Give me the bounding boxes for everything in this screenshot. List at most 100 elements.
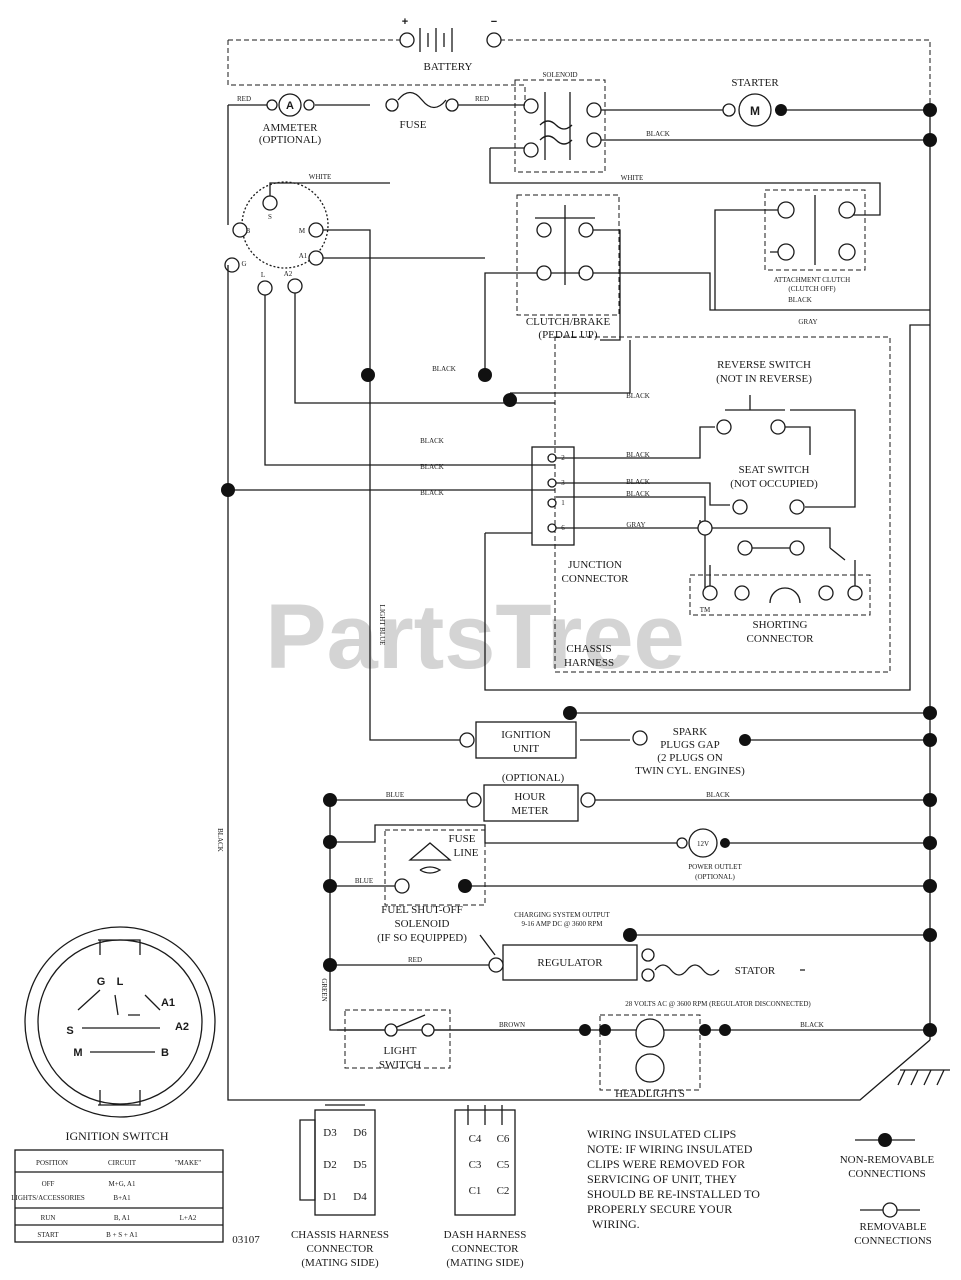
- power-outlet: 12V POWER OUTLET (OPTIONAL) FUSE LINE: [323, 824, 937, 881]
- ignition-switch-title: IGNITION SWITCH: [66, 1129, 169, 1143]
- ammeter: A RED AMMETER (OPTIONAL): [227, 93, 370, 225]
- chassis-connector-label-3: (MATING SIDE): [301, 1257, 379, 1269]
- note-line-6: PROPERLY SECURE YOUR: [587, 1202, 732, 1216]
- stator-voltage-label: 28 VOLTS AC @ 3600 RPM (REGULATOR DISCON…: [625, 1000, 811, 1008]
- ign-terminal-b: B: [246, 227, 251, 235]
- ign-terminal-a2: A2: [284, 270, 293, 278]
- dash-pin-c3: C3: [469, 1159, 482, 1171]
- fuse-line-label-1: FUSE: [449, 833, 476, 845]
- note-line-4: SERVICING OF UNIT, THEY: [587, 1172, 737, 1186]
- bus-nodes: [923, 103, 937, 942]
- note-line-7: WIRING.: [592, 1217, 640, 1231]
- junction-connector-label-1: JUNCTION: [568, 559, 622, 571]
- fuel-shutoff-label-1: FUEL SHUT-OFF: [381, 904, 462, 916]
- table-row-lights-circuit: B+A1: [113, 1194, 131, 1202]
- power-outlet-label-2: (OPTIONAL): [695, 873, 735, 881]
- junction-connector: 2 3 1 6 BLACK BLACK BLACK BLACK BLACK BL…: [221, 426, 730, 595]
- chassis-harness-label-2: HARNESS: [564, 657, 614, 669]
- battery-label: BATTERY: [424, 61, 473, 73]
- ignition-unit: IGNITION UNIT SPARK PLUGS GAP (2 PLUGS O…: [459, 706, 930, 777]
- reverse-switch: REVERSE SWITCH (NOT IN REVERSE): [716, 359, 812, 455]
- legend-removable-1: REMOVABLE: [859, 1221, 926, 1233]
- stator-label: STATOR: [735, 965, 776, 977]
- dash-connector-label-3: (MATING SIDE): [446, 1257, 524, 1269]
- legend-non-removable-2: CONNECTIONS: [848, 1168, 926, 1180]
- ignition-switch-terminals: WHITE B S M A1 G L A2: [224, 173, 931, 1101]
- ign-terminal-m: M: [299, 227, 306, 235]
- wire-black-attach: BLACK: [788, 296, 812, 304]
- chassis-connector-label-2: CONNECTOR: [306, 1243, 374, 1255]
- table-row-lights-position: LIGHTS/ACCESSORIES: [11, 1194, 85, 1202]
- starter-motor-symbol: M: [750, 104, 760, 118]
- table-row-start-circuit: B + S + A1: [106, 1231, 138, 1239]
- fuel-shutoff-label-2: SOLENOID: [395, 918, 450, 930]
- wire-white-top: WHITE: [621, 174, 644, 182]
- battery-cells: [419, 28, 453, 52]
- table-header-circuit: CIRCUIT: [108, 1159, 137, 1167]
- dash-pin-c6: C6: [497, 1133, 510, 1145]
- starter-motor: M STARTER BLACK WHITE: [489, 77, 930, 216]
- chassis-pin-d2: D2: [323, 1159, 336, 1171]
- wire-red-fuse: RED: [475, 95, 489, 103]
- power-outlet-symbol: 12V: [697, 840, 709, 848]
- switch-face-a2: A2: [175, 1021, 189, 1033]
- dash-pin-c4: C4: [469, 1133, 482, 1145]
- hour-meter-label-1: HOUR: [514, 791, 546, 803]
- wire-black-clutch: BLACK: [432, 365, 456, 373]
- wire-green-vertical: GREEN: [320, 978, 328, 1001]
- wire-light-blue-vertical: LIGHT BLUE: [378, 605, 386, 646]
- wire-blue-fuel: BLUE: [355, 877, 373, 885]
- seat-switch-label-2: (NOT OCCUPIED): [730, 478, 818, 490]
- attachment-clutch-label-2: (CLUTCH OFF): [788, 285, 836, 293]
- chassis-pin-d3: D3: [323, 1127, 337, 1139]
- ignition-unit-label-2: UNIT: [513, 743, 540, 755]
- table-row-run-position: RUN: [41, 1214, 56, 1222]
- chassis-pin-d1: D1: [323, 1191, 336, 1203]
- ammeter-symbol: A: [286, 100, 294, 112]
- reverse-switch-label-1: REVERSE SWITCH: [717, 359, 811, 371]
- solenoid-label: SOLENOID: [543, 71, 578, 79]
- dash-connector-label-1: DASH HARNESS: [444, 1229, 527, 1241]
- chassis-pin-d6: D6: [353, 1127, 367, 1139]
- spark-plugs-label-4: TWIN CYL. ENGINES): [635, 765, 745, 777]
- light-switch-label-2: SWITCH: [379, 1059, 421, 1071]
- light-switch-label-1: LIGHT: [384, 1045, 417, 1057]
- ign-terminal-s: S: [268, 213, 272, 221]
- chassis-harness-label-1: CHASSIS: [566, 643, 611, 655]
- regulator-label: REGULATOR: [537, 957, 603, 969]
- ammeter-label-1: AMMETER: [263, 122, 319, 134]
- ign-terminal-g: G: [241, 260, 246, 268]
- switch-face-l: L: [117, 976, 124, 988]
- battery-section: + − BATTERY: [227, 16, 931, 110]
- wire-red-ammeter: RED: [237, 95, 251, 103]
- shorting-connector: SHORTING CONNECTOR: [689, 560, 871, 645]
- fuse: FUSE RED: [385, 91, 525, 131]
- fuse-line-label-2: LINE: [453, 847, 478, 859]
- solenoid: SOLENOID: [514, 71, 606, 173]
- switch-face-g: G: [97, 976, 106, 988]
- chassis-pin-d4: D4: [353, 1191, 367, 1203]
- wire-white-ign: WHITE: [309, 173, 332, 181]
- spark-plugs-label-3: (2 PLUGS ON: [657, 752, 722, 764]
- fuse-label: FUSE: [400, 119, 427, 131]
- dash-pin-c2: C2: [497, 1185, 510, 1197]
- switch-face-a1: A1: [161, 997, 175, 1009]
- regulator: REGULATOR CHARGING SYSTEM OUTPUT 9-16 AM…: [320, 911, 930, 1008]
- headlights-label: HEADLIGHTS: [615, 1088, 685, 1100]
- wire-black-headlights: BLACK: [800, 1021, 824, 1029]
- junction-connector-label-2: CONNECTOR: [561, 573, 629, 585]
- reverse-switch-label-2: (NOT IN REVERSE): [716, 373, 812, 385]
- wire-brown-light: BROWN: [499, 1021, 525, 1029]
- wire-black-j1: BLACK: [420, 437, 444, 445]
- ammeter-label-2: (OPTIONAL): [259, 134, 322, 146]
- fuel-shutoff-label-3: (IF SO EQUIPPED): [377, 932, 467, 944]
- battery-positive-sign: +: [402, 16, 408, 28]
- junction-pin-1: 1: [561, 499, 565, 507]
- chassis-connector-label-1: CHASSIS HARNESS: [291, 1229, 389, 1241]
- switch-face-s: S: [66, 1025, 73, 1037]
- wire-black-j4: BLACK: [626, 451, 650, 459]
- clutch-brake-label-2: (PEDAL UP): [538, 329, 598, 341]
- ign-terminal-l: L: [261, 271, 265, 279]
- headlights: HEADLIGHTS BLACK: [579, 1014, 937, 1100]
